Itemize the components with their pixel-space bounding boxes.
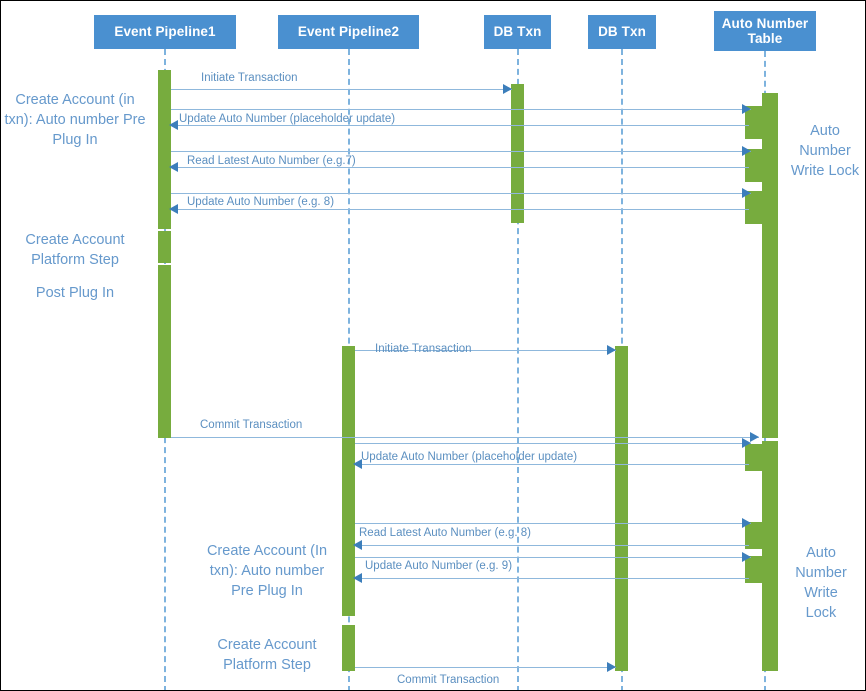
arrowhead-update-auto-number-9-out [742,552,751,562]
message-line-initiate-transaction-2 [355,350,616,351]
message-label-update-auto-number-placeholder-1: Update Auto Number (placeholder update) [179,113,396,125]
message-label-commit-transaction-2: Commit Transaction [397,674,500,686]
message-label-update-auto-number-9: Update Auto Number (e.g. 9) [365,560,513,572]
message-line-commit-transaction-1 [171,437,759,438]
lifeline-db-txn-1 [517,49,519,690]
arrowhead-read-latest-auto-number-2 [353,540,362,550]
message-line-update-auto-number-placeholder-1 [171,125,749,126]
message-line-update-auto-number-placeholder-2-out [355,443,751,444]
activation-ep1-post-plug-in [158,265,171,438]
note-auto-number-write-lock-1: Auto Number Write Lock [790,123,860,179]
message-label-initiate-transaction-2: Initiate Transaction [375,343,472,355]
message-label-update-auto-number-placeholder-2: Update Auto Number (placeholder update) [361,451,578,463]
lock-bar-bottom-1 [745,444,762,471]
actor-box-db-txn-2[interactable]: DB Txn [588,15,656,49]
arrowhead-read-latest-auto-number-2-out [742,518,751,528]
actor-label-event-pipeline1: Event Pipeline1 [114,24,216,40]
arrowhead-update-auto-number-8 [169,204,178,214]
note-create-account-pre-plug-in-1: Create Account (in txn): Auto number Pre… [4,92,146,148]
actor-box-event-pipeline2[interactable]: Event Pipeline2 [278,15,419,49]
arrowhead-update-auto-number-8-out [742,188,751,198]
actor-label-db-txn-1: DB Txn [493,24,542,40]
activation-ep1-create-account [158,70,171,229]
arrowhead-update-auto-number-9 [353,573,362,583]
activation-db-txn-1 [511,84,524,223]
message-line-update-auto-number-9-out [355,557,751,558]
message-line-update-auto-number-9 [355,578,749,579]
message-label-commit-transaction-1: Commit Transaction [200,419,303,431]
message-label-update-auto-number-8: Update Auto Number (e.g. 8) [187,196,335,208]
note-create-account-pre-plug-in-2: Create Account (In txn): Auto number Pre… [206,543,328,599]
lock-bar-top-2 [745,149,762,182]
arrowhead-initiate-transaction-1 [503,84,512,94]
note-auto-number-write-lock-2: Auto Number Write Lock [795,545,847,621]
message-line-commit-transaction-2 [355,667,616,668]
note-post-plug-in: Post Plug In [35,285,115,301]
message-label-read-latest-auto-number-2: Read Latest Auto Number (e.g. 8) [359,527,531,539]
message-line-read-latest-auto-number-1 [171,167,749,168]
arrowhead-update-auto-number-placeholder-1 [169,120,178,130]
message-label-read-latest-auto-number-1: Read Latest Auto Number (e.g.7) [187,155,356,167]
note-create-account-platform-step-1: Create Account Platform Step [25,232,125,268]
actor-label-event-pipeline2: Event Pipeline2 [297,24,400,40]
message-line-update-auto-number-placeholder-1-out [171,109,751,110]
lock-bar-top-1 [745,106,762,139]
activation-ep2-create-account [342,346,355,616]
message-line-read-latest-auto-number-1-out [171,151,751,152]
arrowhead-update-auto-number-placeholder-2 [353,459,362,469]
activation-db-txn-2 [615,346,628,671]
message-line-read-latest-auto-number-2-out [355,523,751,524]
arrowhead-update-auto-number-placeholder-2-out [742,438,751,448]
arrowhead-commit-transaction-2 [607,662,616,672]
arrowhead-read-latest-auto-number-1-out [742,146,751,156]
lock-bar-bottom-3 [745,556,762,583]
lock-bar-top-3 [745,191,762,224]
message-label-initiate-transaction-1: Initiate Transaction [201,72,298,84]
actor-box-db-txn-1[interactable]: DB Txn [484,15,551,49]
note-create-account-platform-step-2: Create Account Platform Step [217,637,317,673]
actor-label-db-txn-2: DB Txn [598,24,646,40]
arrowhead-initiate-transaction-2 [607,345,616,355]
activation-auto-number-table-2 [762,441,778,671]
arrowhead-update-auto-number-placeholder-1-out [742,104,751,114]
activation-auto-number-table-1 [762,93,778,438]
arrowhead-read-latest-auto-number-1 [169,162,178,172]
message-line-initiate-transaction-1 [171,89,512,90]
arrowhead-commit-transaction-1 [750,432,759,442]
message-line-update-auto-number-8-out [171,193,751,194]
message-line-update-auto-number-placeholder-2 [355,464,749,465]
message-line-read-latest-auto-number-2 [355,545,749,546]
activation-ep2-platform-step [342,625,355,671]
lock-bar-bottom-2 [745,522,762,549]
actor-box-auto-number-table[interactable]: Auto Number Table [714,11,816,51]
message-line-update-auto-number-8 [171,209,749,210]
actor-label-auto-number-table: Auto Number Table [721,15,809,46]
actor-box-event-pipeline1[interactable]: Event Pipeline1 [94,15,236,49]
activation-ep1-platform-step [158,231,171,263]
